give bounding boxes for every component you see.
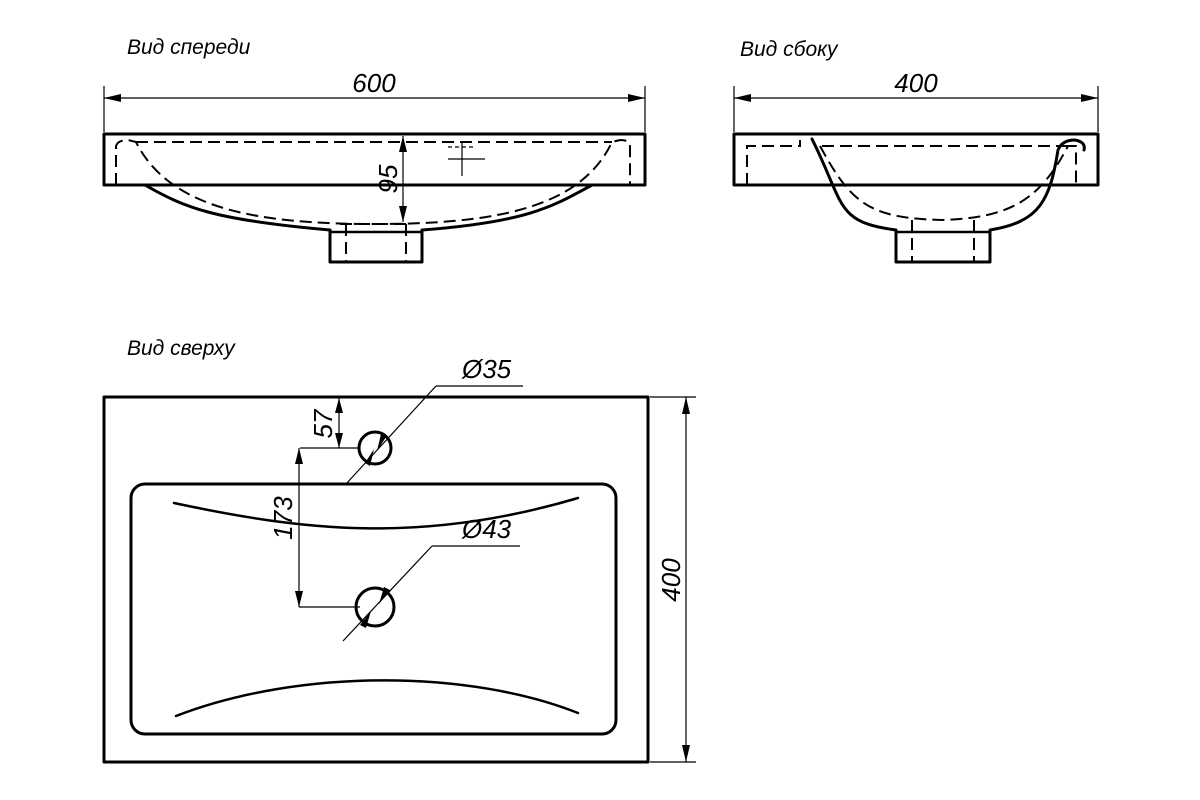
front-bowl-outline — [143, 183, 594, 264]
faucet-offset-label: 57 — [308, 408, 338, 438]
side-hidden-bowl — [746, 140, 1077, 222]
front-hidden-bowl — [115, 138, 631, 226]
top-slab-outline — [102, 395, 650, 764]
front-depth-label: 95 — [373, 164, 403, 193]
faucet-offset-dimension: 57 — [300, 398, 360, 449]
faucet-diameter-label: Ø35 — [461, 354, 512, 384]
top-bowl-outline — [129, 482, 618, 736]
top-view: Вид сверху Ø35 Ø43 — [102, 337, 696, 764]
side-slab-outline — [732, 132, 1100, 187]
front-width-dimension: 600 — [103, 68, 646, 132]
top-depth-label: 400 — [656, 558, 686, 602]
front-view: Вид спереди 600 95 — [102, 36, 647, 264]
side-view: Вид сбоку 400 — [732, 38, 1100, 264]
drain-diameter-callout: Ø43 — [342, 514, 520, 642]
top-view-title: Вид сверху — [127, 337, 236, 360]
top-faucet-hole — [357, 430, 393, 466]
front-width-label: 600 — [352, 68, 396, 98]
faucet-diameter-callout: Ø35 — [345, 354, 523, 485]
front-faucet-hole-mark — [448, 143, 485, 176]
hole-spacing-label: 173 — [268, 496, 298, 540]
top-lower-curve — [174, 679, 580, 718]
front-slab-outline — [102, 132, 647, 187]
side-width-dimension: 400 — [733, 68, 1099, 132]
side-view-title: Вид сбоку — [740, 38, 839, 61]
front-view-title: Вид спереди — [127, 36, 251, 59]
top-upper-curve — [172, 496, 580, 530]
side-width-label: 400 — [894, 68, 938, 98]
front-depth-dimension: 95 — [373, 136, 407, 222]
top-depth-dimension: 400 — [650, 396, 696, 763]
side-bowl-outline — [810, 137, 1086, 264]
hole-spacing-dimension: 173 — [268, 448, 360, 608]
drain-diameter-label: Ø43 — [461, 514, 512, 544]
